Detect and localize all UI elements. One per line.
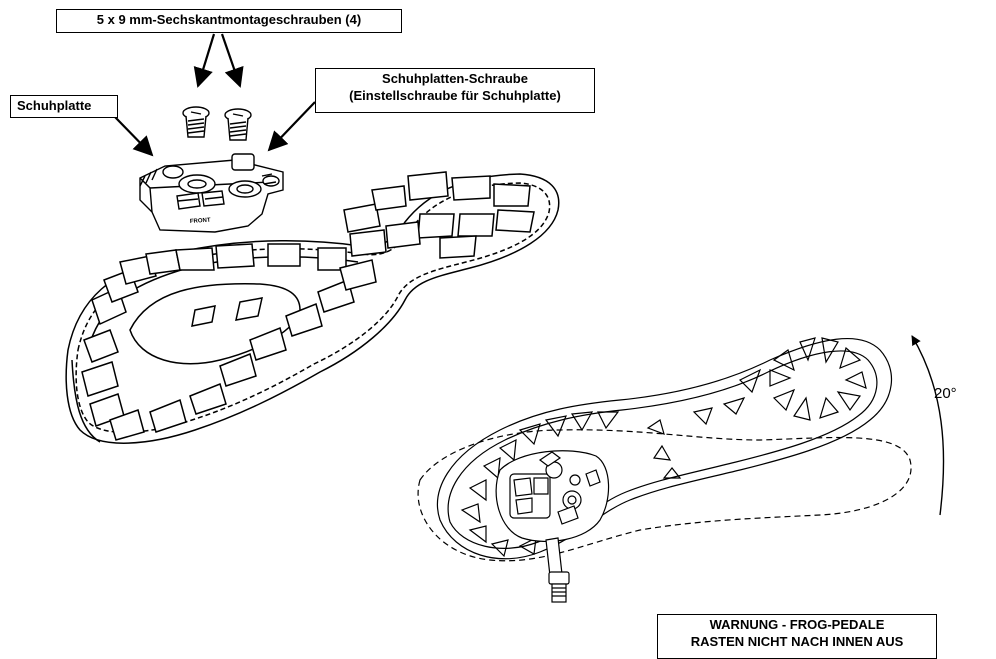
sole-tread-midfoot (646, 368, 762, 479)
shoe-on-pedal (417, 337, 912, 603)
warning-label: WARNUNG - FROG-PEDALE RASTEN NICHT NACH … (657, 614, 937, 659)
leader-arrows (114, 33, 316, 157)
cleat-screw-label-line1: Schuhplatten-Schraube (382, 71, 528, 86)
rotation-arc (911, 335, 945, 516)
mounting-screws (182, 106, 252, 141)
screw-right (224, 108, 252, 141)
arrow-to-screw-right (220, 33, 244, 88)
shoe-dashed-outline (417, 429, 912, 562)
pedal (495, 450, 610, 603)
cleat-label: Schuhplatte (10, 95, 118, 118)
cleat-screw-label-line2: (Einstellschraube für Schuhplatte) (349, 88, 561, 103)
cleat (139, 153, 284, 233)
shoe-sole-exploded (65, 171, 560, 444)
arrow-to-cleat-screw (267, 101, 316, 152)
warning-label-line1: WARNUNG - FROG-PEDALE (709, 617, 885, 632)
rotation-angle-label: 20° (934, 385, 957, 402)
cleat-front-text: FRONT (190, 218, 211, 225)
warning-label-line2: RASTEN NICHT NACH INNEN AUS (690, 634, 904, 649)
cleat-screw-label: Schuhplatten-Schraube (Einstellschraube … (315, 68, 595, 113)
sole-tread-forefoot (769, 337, 867, 421)
sole-lugs (81, 171, 535, 441)
arrow-to-cleat (114, 116, 154, 157)
screw-left (182, 106, 210, 138)
arrow-to-screw-left (193, 33, 216, 88)
cleat-label-text: Schuhplatte (17, 98, 92, 113)
hex-screws-label-text: 5 x 9 mm-Sechskantmontageschrauben (4) (96, 12, 362, 27)
sole-tread-heel (460, 411, 620, 558)
hex-screws-label: 5 x 9 mm-Sechskantmontageschrauben (4) (56, 9, 402, 33)
